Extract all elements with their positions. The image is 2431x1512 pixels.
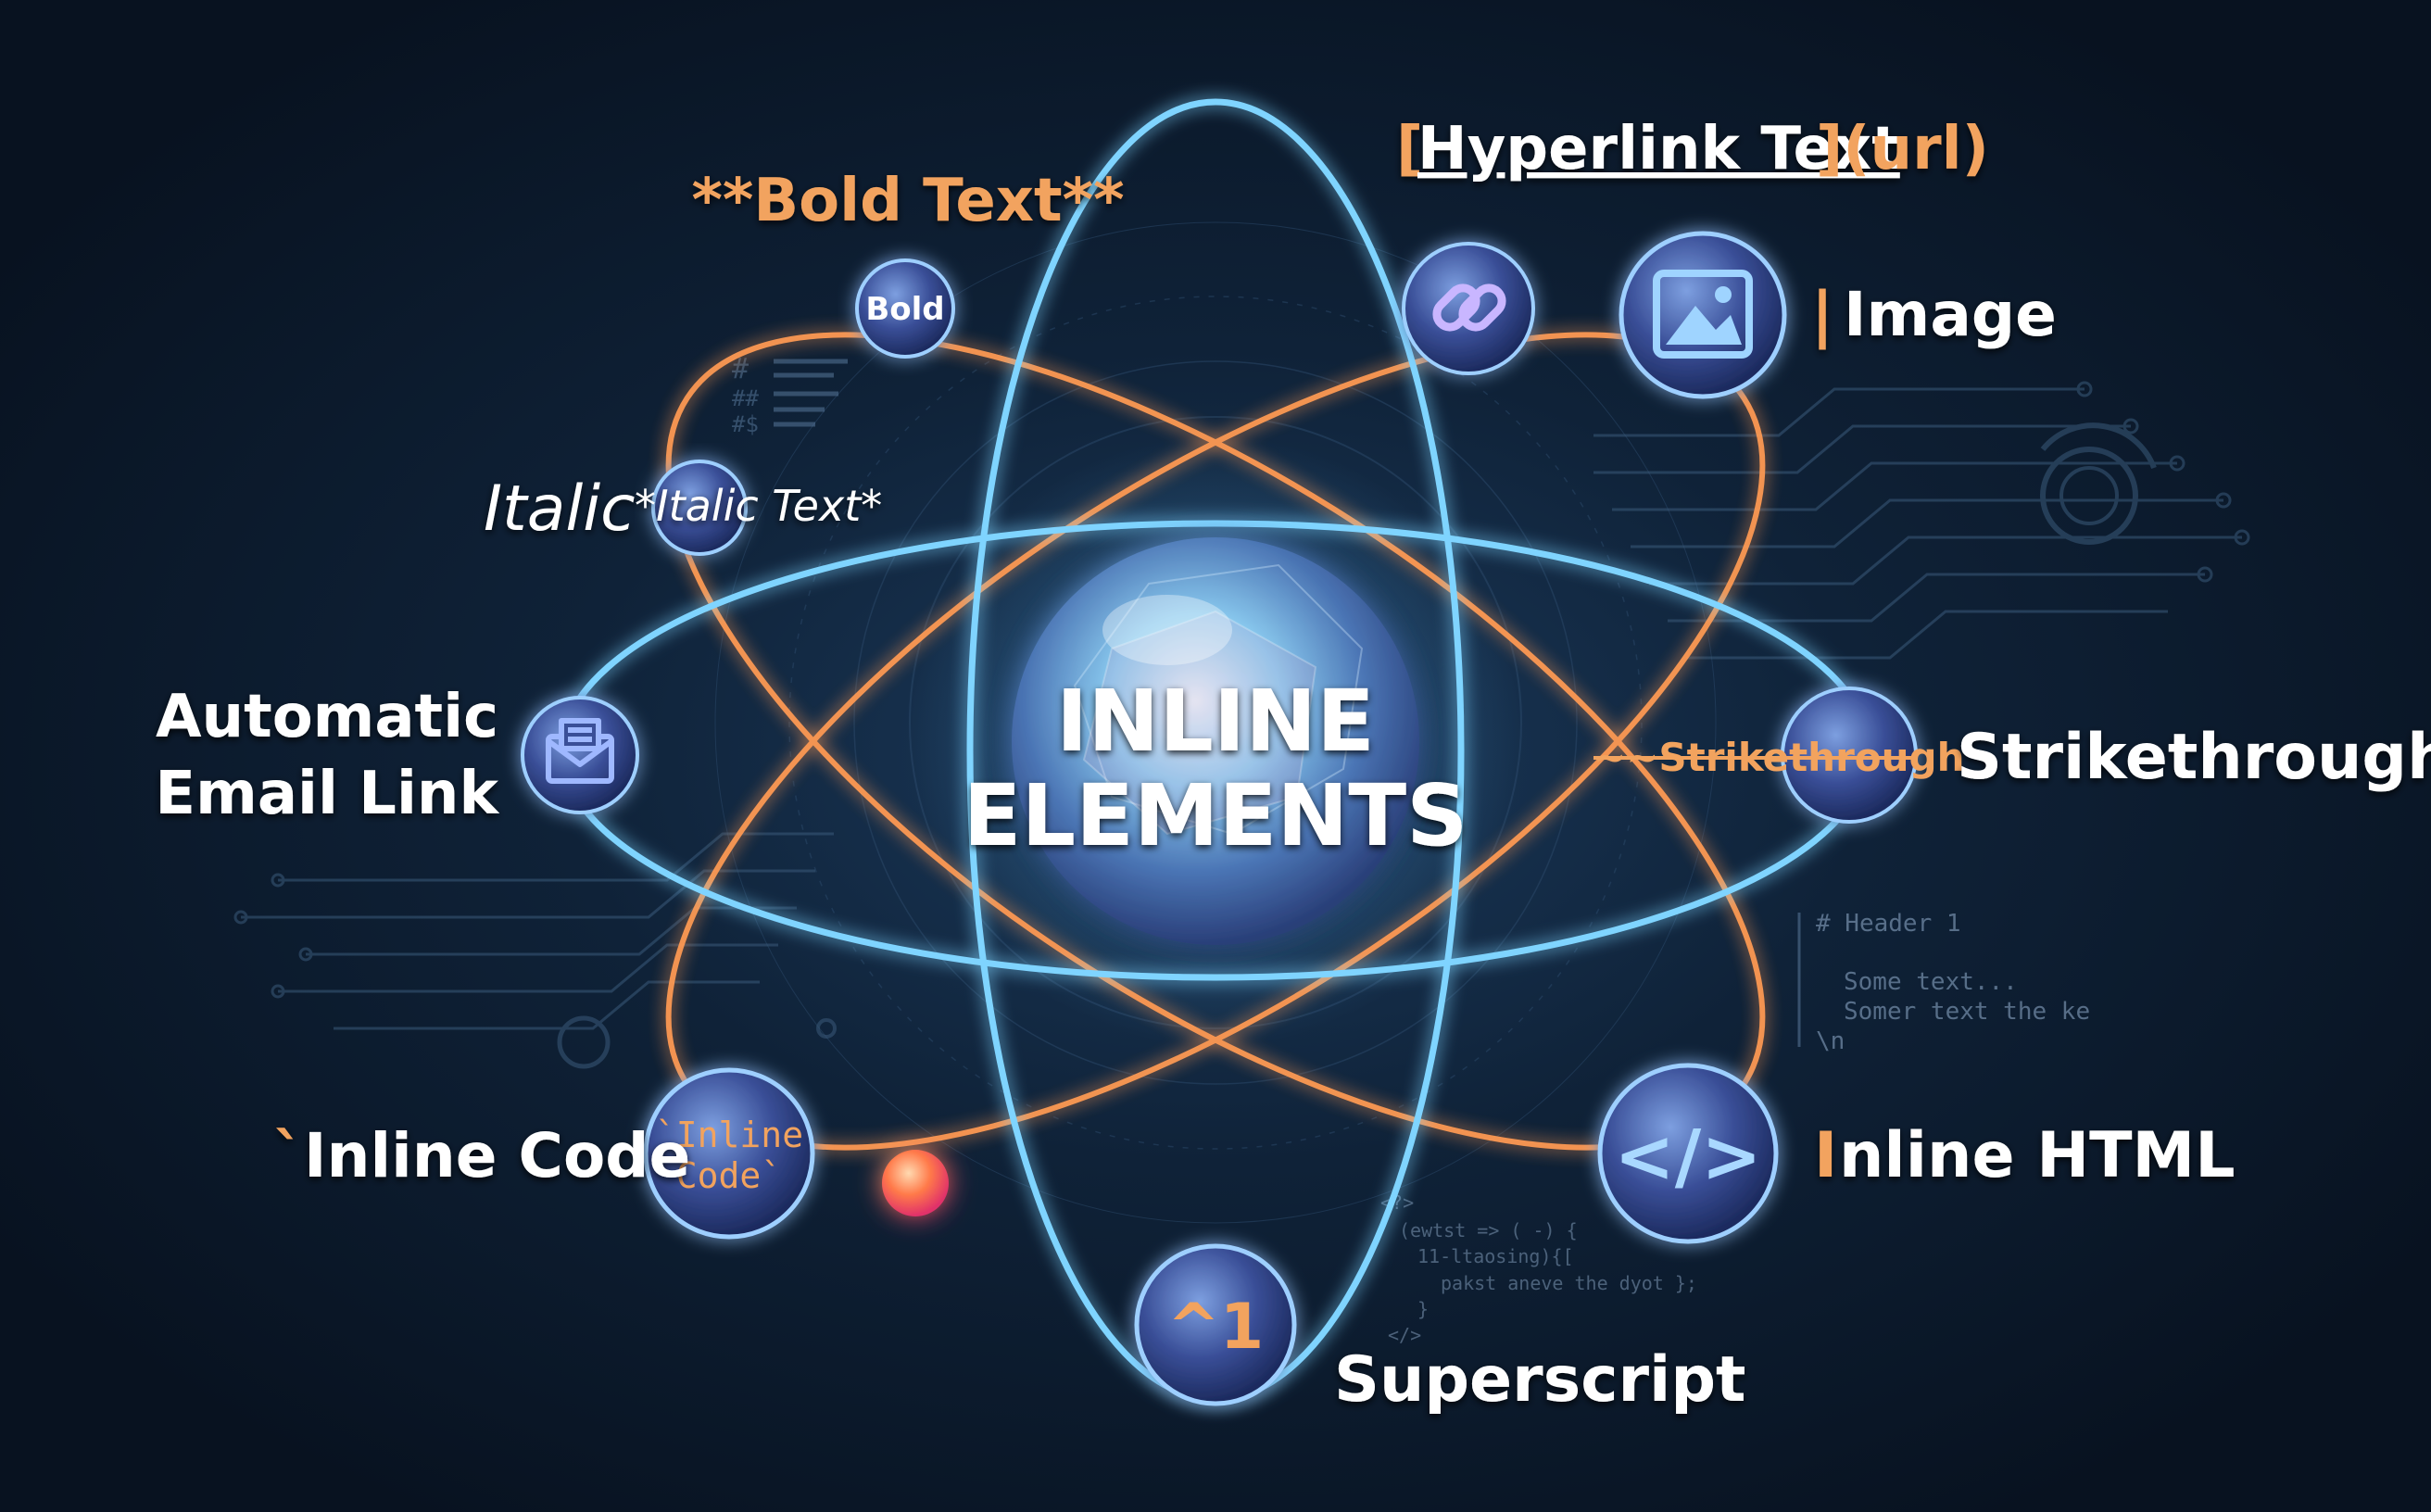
node-superscript-text: ^1 [1167,1291,1264,1364]
label-italic: Italic *Italic Text* [484,472,882,546]
label-image-text: Image [1844,279,2057,350]
label-email: Automatic Email Link [155,683,499,828]
node-bold[interactable]: Bold [855,258,955,359]
node-inline-code-line2: Code` [676,1155,782,1196]
label-hyperlink-close: ](url) [1816,115,1989,183]
label-superscript: Superscript [1334,1343,1746,1417]
code-snippet-line: } [1417,1298,1429,1320]
markdown-header-decor: # ## #$ [732,353,848,437]
header-hash-3: #$ [732,411,759,437]
strikethrough-markdown: ~~Strikethrough [1593,735,1965,780]
code-line-header: # Header 1 [1816,910,1961,938]
node-hyperlink[interactable] [1402,242,1535,375]
node-strikethrough[interactable] [1781,687,1918,824]
node-inline-html[interactable]: </> [1597,1063,1779,1244]
label-hyperlink: [ Hyperlink Text ](url) [1396,115,1989,183]
core-sphere [1012,537,1419,945]
label-italic-markdown: *Italic Text* [635,481,882,531]
label-inline-code-text: Inline Code [304,1120,690,1191]
header-hash-2: ## [732,385,759,411]
orbit-particle [882,1150,949,1216]
code-snippet-bottom: <?> (ewtst => ( -) { 11-ltaosing){[ paks… [1380,1191,1697,1346]
label-hyperlink-open: [ [1396,115,1423,183]
label-email-line1: Automatic [156,683,498,751]
label-image: | Image [1811,279,2057,351]
code-snippet-right: # Header 1 Some text... Somer text the k… [1797,910,2090,1055]
label-inline-html: I nline HTML [1814,1119,2236,1192]
label-image-bar: | [1811,279,1833,351]
label-email-line2: Email Link [155,760,499,828]
center-title-line1: INLINE [1056,672,1375,771]
code-line-newline: \n [1816,1027,1845,1055]
label-inline-html-first: I [1814,1119,1837,1192]
code-snippet-line: pakst aneve the dyot }; [1441,1272,1697,1294]
center-title-line2: ELEMENTS [964,766,1468,865]
circuit-traces-right [1593,381,2250,660]
link-icon [1432,284,1506,332]
node-italic[interactable] [651,460,748,556]
code-line-some-text: Some text... [1844,968,2018,996]
node-bold-text: Bold [865,291,944,328]
code-brackets-icon: </> [1614,1115,1761,1199]
code-line-somer-text: Somer text the ke [1844,998,2090,1026]
node-inline-code[interactable]: `Inline Code` [643,1067,815,1240]
label-strikethrough: Strikethrough [1957,721,2431,794]
header-hash-1: # [732,353,749,385]
label-bold: **Bold Text** [691,167,1124,235]
code-snippet-line: </> [1388,1324,1421,1346]
envelope-icon [546,718,614,784]
node-superscript[interactable]: ^1 [1134,1243,1297,1406]
label-italic-word: Italic [484,472,636,546]
label-inline-code-tick: ` [273,1120,304,1191]
node-inline-code-line1: `Inline [655,1115,803,1155]
label-hyperlink-text: Hyperlink Text [1417,115,1900,183]
label-inline-html-rest: nline HTML [1839,1119,2236,1192]
center-title: INLINE ELEMENTS [964,672,1468,865]
image-icon [1653,270,1753,359]
code-snippet-line: 11-ltaosing){[ [1417,1245,1574,1267]
label-inline-code: ` Inline Code [273,1120,690,1191]
node-image[interactable] [1619,231,1787,399]
code-snippet-line: (ewtst => ( -) { [1399,1219,1578,1241]
node-email[interactable] [521,696,639,814]
